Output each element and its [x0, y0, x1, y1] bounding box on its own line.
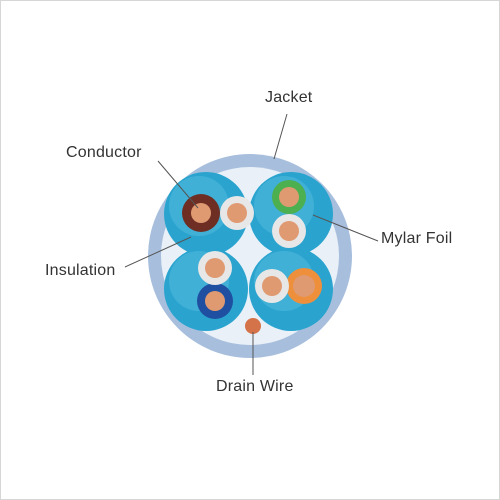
mylar-foil-pair-2 — [249, 172, 333, 256]
conductor-label: Conductor — [66, 144, 142, 161]
jacket-leader-line — [273, 113, 288, 160]
conductor-orange — [293, 275, 315, 297]
conductor-white-pair-3 — [205, 258, 225, 278]
conductor-white-pair-2 — [279, 221, 299, 241]
conductor-white-pair-1 — [227, 203, 247, 223]
insulation-label: Insulation — [45, 262, 116, 279]
conductor-leader-line — [157, 160, 199, 209]
conductor-blue — [205, 291, 225, 311]
insulation-leader-line — [124, 236, 192, 268]
conductor-brown — [191, 203, 211, 223]
conductor-green — [279, 187, 299, 207]
mylar-foil-label: Mylar Foil — [381, 230, 453, 247]
drain-wire — [245, 318, 261, 334]
jacket-label: Jacket — [265, 89, 313, 106]
mylar-foil-leader-line — [312, 214, 379, 242]
conductor-white-pair-4 — [262, 276, 282, 296]
drain-wire-label: Drain Wire — [216, 378, 294, 395]
